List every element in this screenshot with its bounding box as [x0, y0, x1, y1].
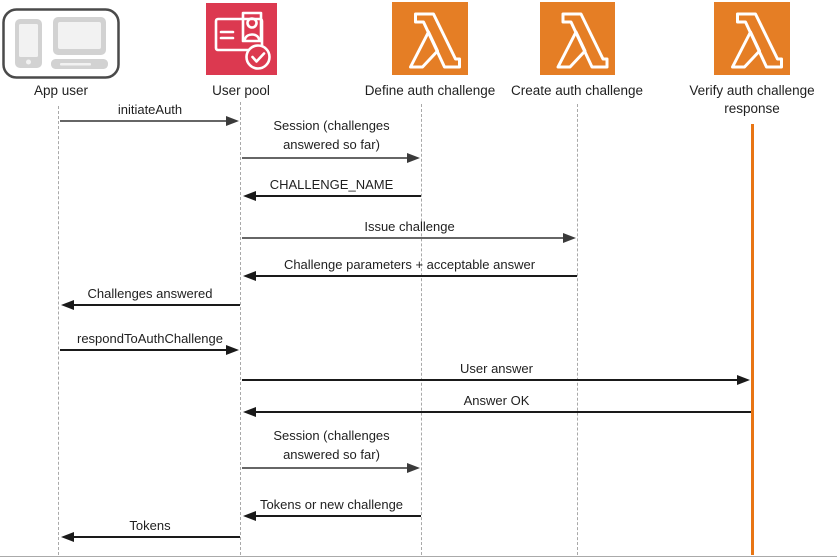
arrowhead-icon [226, 344, 239, 355]
lifeline [577, 104, 578, 555]
arrowhead-icon [61, 299, 74, 310]
message-arrow-respondtoauthchallenge [60, 349, 227, 351]
actor-label-create-auth-challenge: Create auth challenge [510, 83, 644, 98]
message-arrow-user-answer [242, 379, 738, 381]
message-label-initiateauth: initiateAuth [117, 102, 183, 117]
message-label-challenge-name: CHALLENGE_NAME [269, 177, 394, 192]
message-arrow-challenge-name [255, 195, 421, 197]
message-arrow-initiateauth [60, 119, 227, 123]
message-arrow-challenge-parameters-acceptable-answer [255, 275, 577, 277]
message-arrow-session-challenges-answered-so-far [242, 156, 408, 160]
active-lifeline [751, 124, 754, 555]
actor-label-user-pool: User pool [212, 83, 270, 98]
arrowhead-icon [407, 152, 420, 163]
message-arrow-answer-ok [255, 411, 751, 413]
devices-icon [2, 8, 120, 79]
message-arrow-issue-challenge [242, 236, 564, 240]
lifeline [421, 104, 422, 555]
arrowhead-icon [243, 270, 256, 281]
message-label-session-challenges-answered-so-far: Session (challenges answered so far) [273, 428, 390, 462]
actor-label-verify-auth-challenge-response: Verify auth challenge response [689, 83, 815, 116]
lambda-icon [731, 12, 783, 69]
lambda-icon [556, 12, 609, 69]
message-label-respondtoauthchallenge: respondToAuthChallenge [77, 331, 223, 346]
arrowhead-icon [243, 190, 256, 201]
message-arrow-tokens-or-new-challenge [255, 515, 421, 517]
message-label-tokens: Tokens [129, 518, 171, 533]
message-arrow-session-challenges-answered-so-far [242, 466, 408, 470]
message-label-user-answer: User answer [460, 361, 533, 376]
lambda-icon [714, 2, 790, 75]
lambda-icon [392, 2, 468, 75]
lambda-icon [540, 2, 615, 75]
actor-label-define-auth-challenge: Define auth challenge [364, 83, 496, 98]
user-pool-icon [214, 11, 271, 70]
arrowhead-icon [61, 531, 74, 542]
arrowhead-icon [563, 232, 576, 243]
lifeline [58, 106, 59, 555]
actor-label-app-user: App user [33, 83, 89, 98]
message-arrow-challenges-answered [73, 304, 240, 306]
arrowhead-icon [407, 462, 420, 473]
arrowhead-icon [226, 115, 239, 126]
devices-icon [2, 8, 120, 79]
lifeline [240, 102, 241, 555]
arrowhead-icon [737, 374, 750, 385]
message-label-session-challenges-answered-so-far: Session (challenges answered so far) [273, 118, 390, 152]
arrowhead-icon [243, 406, 256, 417]
message-label-challenge-parameters-acceptable-answer: Challenge parameters + acceptable answer [283, 257, 536, 272]
message-label-answer-ok: Answer OK [463, 393, 530, 408]
lambda-icon [409, 12, 461, 69]
message-label-challenges-answered: Challenges answered [87, 286, 213, 301]
message-label-tokens-or-new-challenge: Tokens or new challenge [259, 497, 404, 512]
message-arrow-tokens [73, 536, 240, 538]
message-label-issue-challenge: Issue challenge [364, 219, 455, 234]
arrowhead-icon [243, 510, 256, 521]
user-pool-icon [206, 3, 277, 75]
